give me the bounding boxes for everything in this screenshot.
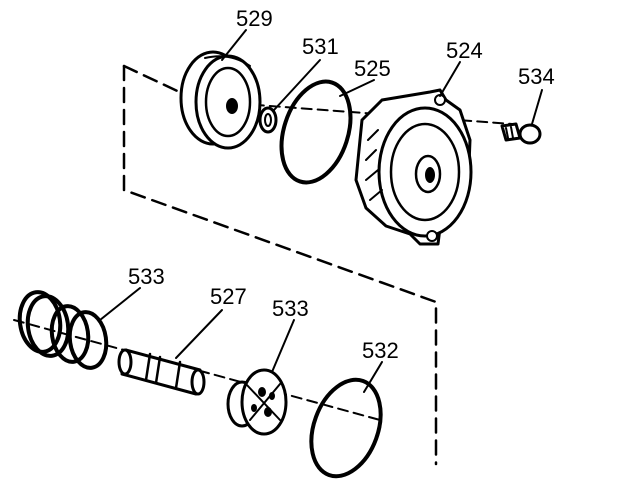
callout-532: 532: [362, 338, 399, 363]
assembly-outline: [122, 64, 438, 466]
part-532-ring: [309, 377, 383, 479]
callout-534: 534: [518, 64, 555, 89]
part-534-bolt: [500, 122, 542, 145]
part-533-rings-left: [17, 290, 109, 370]
part-524-housing: [354, 88, 473, 246]
callout-525: 525: [354, 56, 391, 81]
callout-529: 529: [236, 6, 273, 31]
part-525-o-ring: [279, 79, 353, 185]
part-529-piston: [179, 50, 262, 150]
part-531-seal: [258, 106, 278, 134]
callout-527: 527: [210, 284, 247, 309]
part-533-hub: [226, 368, 288, 436]
callout-531: 531: [302, 34, 339, 59]
callout-533-left: 533: [128, 264, 165, 289]
callout-524: 524: [446, 38, 483, 63]
callout-533-center: 533: [272, 296, 309, 321]
part-527-shaft: [117, 348, 206, 396]
leader-lines: [99, 29, 543, 393]
